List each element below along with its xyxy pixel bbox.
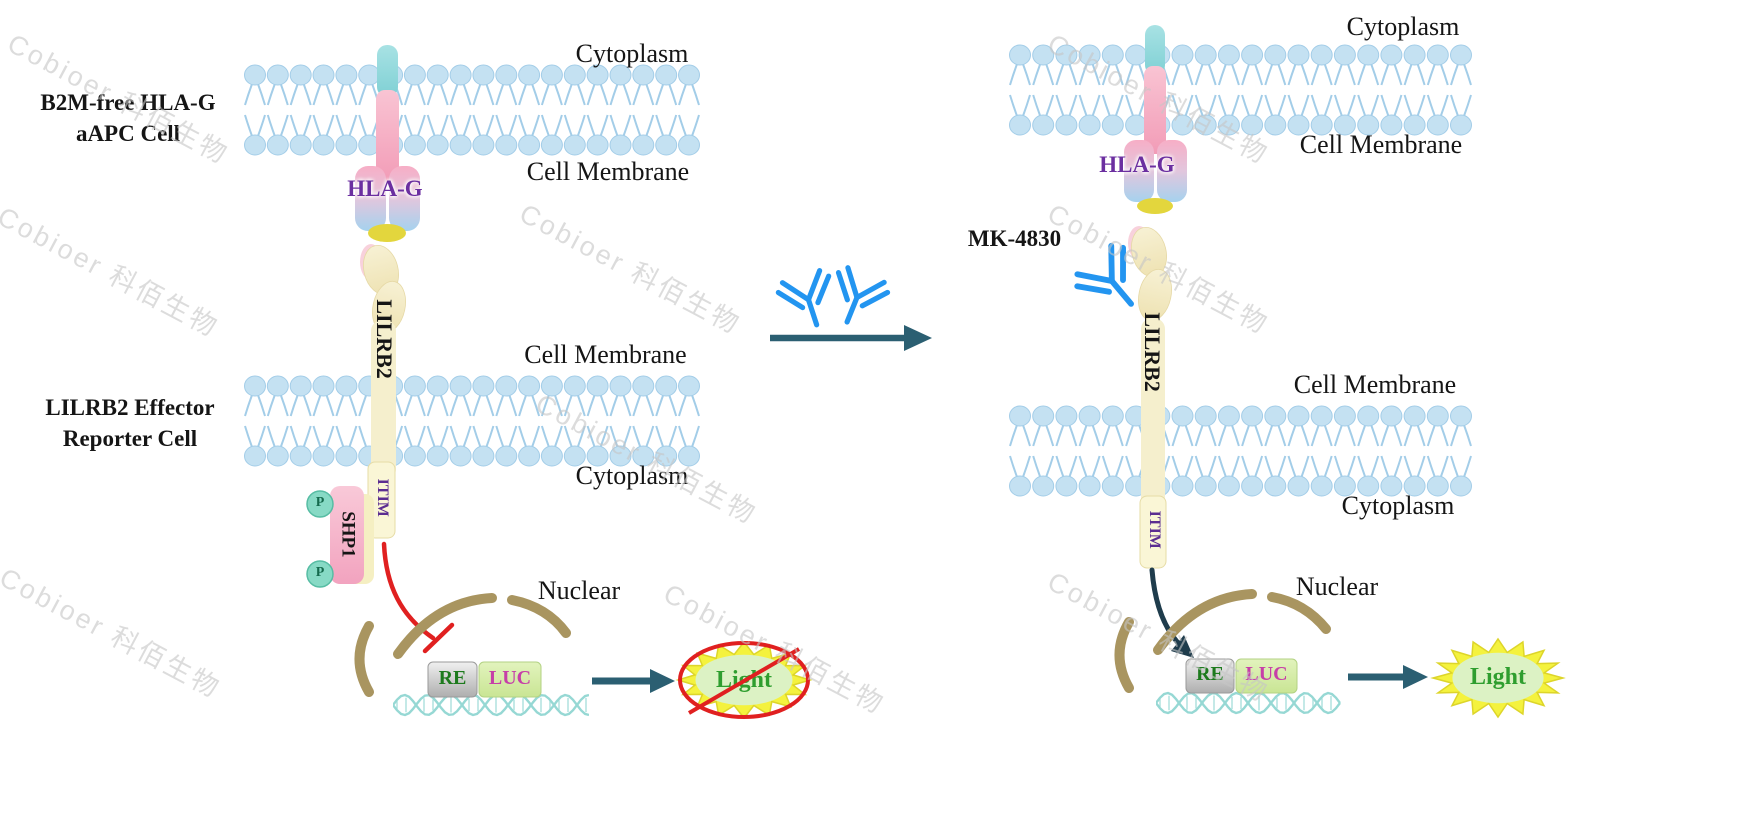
- cytoplasm-label-left-bottom: Cytoplasm: [575, 461, 689, 490]
- watermark-7: Cobioer 科佰生物: [1042, 28, 1274, 171]
- cytoplasm-label-left-top: Cytoplasm: [575, 39, 689, 68]
- hla-g-label-left: HLA-G: [347, 176, 423, 201]
- shp1-label: SHP1: [337, 511, 359, 558]
- itim-domain-left: [367, 461, 396, 539]
- reporter-genes-left: [427, 661, 542, 698]
- hla-g-label-right: HLA-G: [1099, 152, 1175, 177]
- hla-g-receptor-right: [1124, 25, 1187, 214]
- antibody-icon-bound: [1074, 242, 1134, 307]
- itim-label-left: ITIM: [373, 478, 391, 517]
- watermark-4: Cobioer 科佰生物: [514, 198, 746, 341]
- re-label-left: RE: [438, 667, 467, 689]
- cell-membrane-label-left-top: Cell Membrane: [526, 157, 690, 186]
- watermark-8: Cobioer 科佰生物: [1042, 198, 1274, 341]
- luc-box-left: [478, 661, 542, 698]
- cell-membrane-label-right-top: Cell Membrane: [1299, 130, 1463, 159]
- re-box-right: [1185, 658, 1235, 694]
- light-label-right: Light: [1469, 664, 1526, 690]
- phospho-label-2: P: [315, 565, 325, 580]
- transition-arrow: [770, 325, 932, 351]
- light-burst-active: [1430, 637, 1566, 719]
- shp1-complex: [330, 486, 374, 584]
- cytoplasm-label-right-top: Cytoplasm: [1346, 12, 1460, 41]
- itim-domain-right: [1139, 495, 1167, 569]
- lilrb2-receptor-right: [1128, 226, 1172, 510]
- re-box-left: [427, 661, 478, 698]
- antibody-icon-free-1: [775, 268, 832, 328]
- result-arrow-right: [1348, 665, 1428, 689]
- cell-membrane-graphic-right-bottom: [1009, 405, 1472, 497]
- gpi-anchor-left: [368, 224, 406, 242]
- activation-arrow: [1149, 567, 1194, 658]
- watermark-5: Cobioer 科佰生物: [530, 388, 762, 531]
- cell-membrane-label-right-bottom: Cell Membrane: [1293, 370, 1457, 399]
- lilrb2-receptor-left: [360, 244, 406, 480]
- reporter-cell-label-line1: LILRB2 Effector: [45, 395, 215, 420]
- dna-helix-right: [1156, 691, 1341, 715]
- result-arrow-left: [592, 669, 675, 693]
- light-label-left: Light: [715, 667, 772, 693]
- gpi-anchor-right: [1137, 198, 1173, 214]
- reporter-genes-right: [1185, 658, 1298, 694]
- cell-membrane-graphic-left-bottom: [244, 375, 700, 467]
- re-label-right: RE: [1196, 663, 1224, 685]
- luc-box-right: [1235, 658, 1298, 694]
- phospho-circles: [306, 490, 334, 588]
- nuclear-label-right: Nuclear: [1295, 572, 1379, 601]
- cell-membrane-graphic-left-top: [244, 64, 700, 156]
- nuclear-envelope-left: [354, 593, 571, 697]
- watermark-2: Cobioer 科佰生物: [0, 201, 224, 344]
- watermark-1: Cobioer 科佰生物: [2, 28, 234, 171]
- hla-g-receptor-left: [355, 45, 420, 242]
- antibody-icon-free-2: [835, 265, 891, 325]
- aapc-cell-label-line1: B2M-free HLA-G: [40, 90, 216, 115]
- itim-label-right: ITIM: [1145, 510, 1163, 549]
- nuclear-envelope-right: [1114, 589, 1331, 693]
- cytoplasm-label-right-bottom: Cytoplasm: [1341, 491, 1455, 520]
- watermark-9: Cobioer 科佰生物: [1042, 566, 1274, 709]
- luc-label-right: LUC: [1245, 663, 1288, 685]
- aapc-cell-label-line2: aAPC Cell: [75, 121, 181, 146]
- lilrb2-label-right: LILRB2: [1140, 312, 1166, 392]
- lilrb2-label-left: LILRB2: [372, 299, 398, 379]
- watermark-6: Cobioer 科佰生物: [658, 578, 890, 721]
- cell-membrane-graphic-right-top: [1009, 44, 1472, 136]
- dna-helix-left: [393, 693, 589, 717]
- light-burst-blocked: [675, 640, 813, 720]
- luc-label-left: LUC: [488, 667, 532, 689]
- mk4830-label: MK-4830: [967, 226, 1062, 251]
- phospho-label-1: P: [315, 495, 325, 510]
- nuclear-label-left: Nuclear: [537, 576, 621, 605]
- watermark-3: Cobioer 科佰生物: [0, 562, 226, 705]
- inhibition-arrow: [381, 541, 455, 654]
- reporter-cell-label-line2: Reporter Cell: [62, 426, 198, 451]
- cell-membrane-label-left-bottom: Cell Membrane: [524, 340, 687, 369]
